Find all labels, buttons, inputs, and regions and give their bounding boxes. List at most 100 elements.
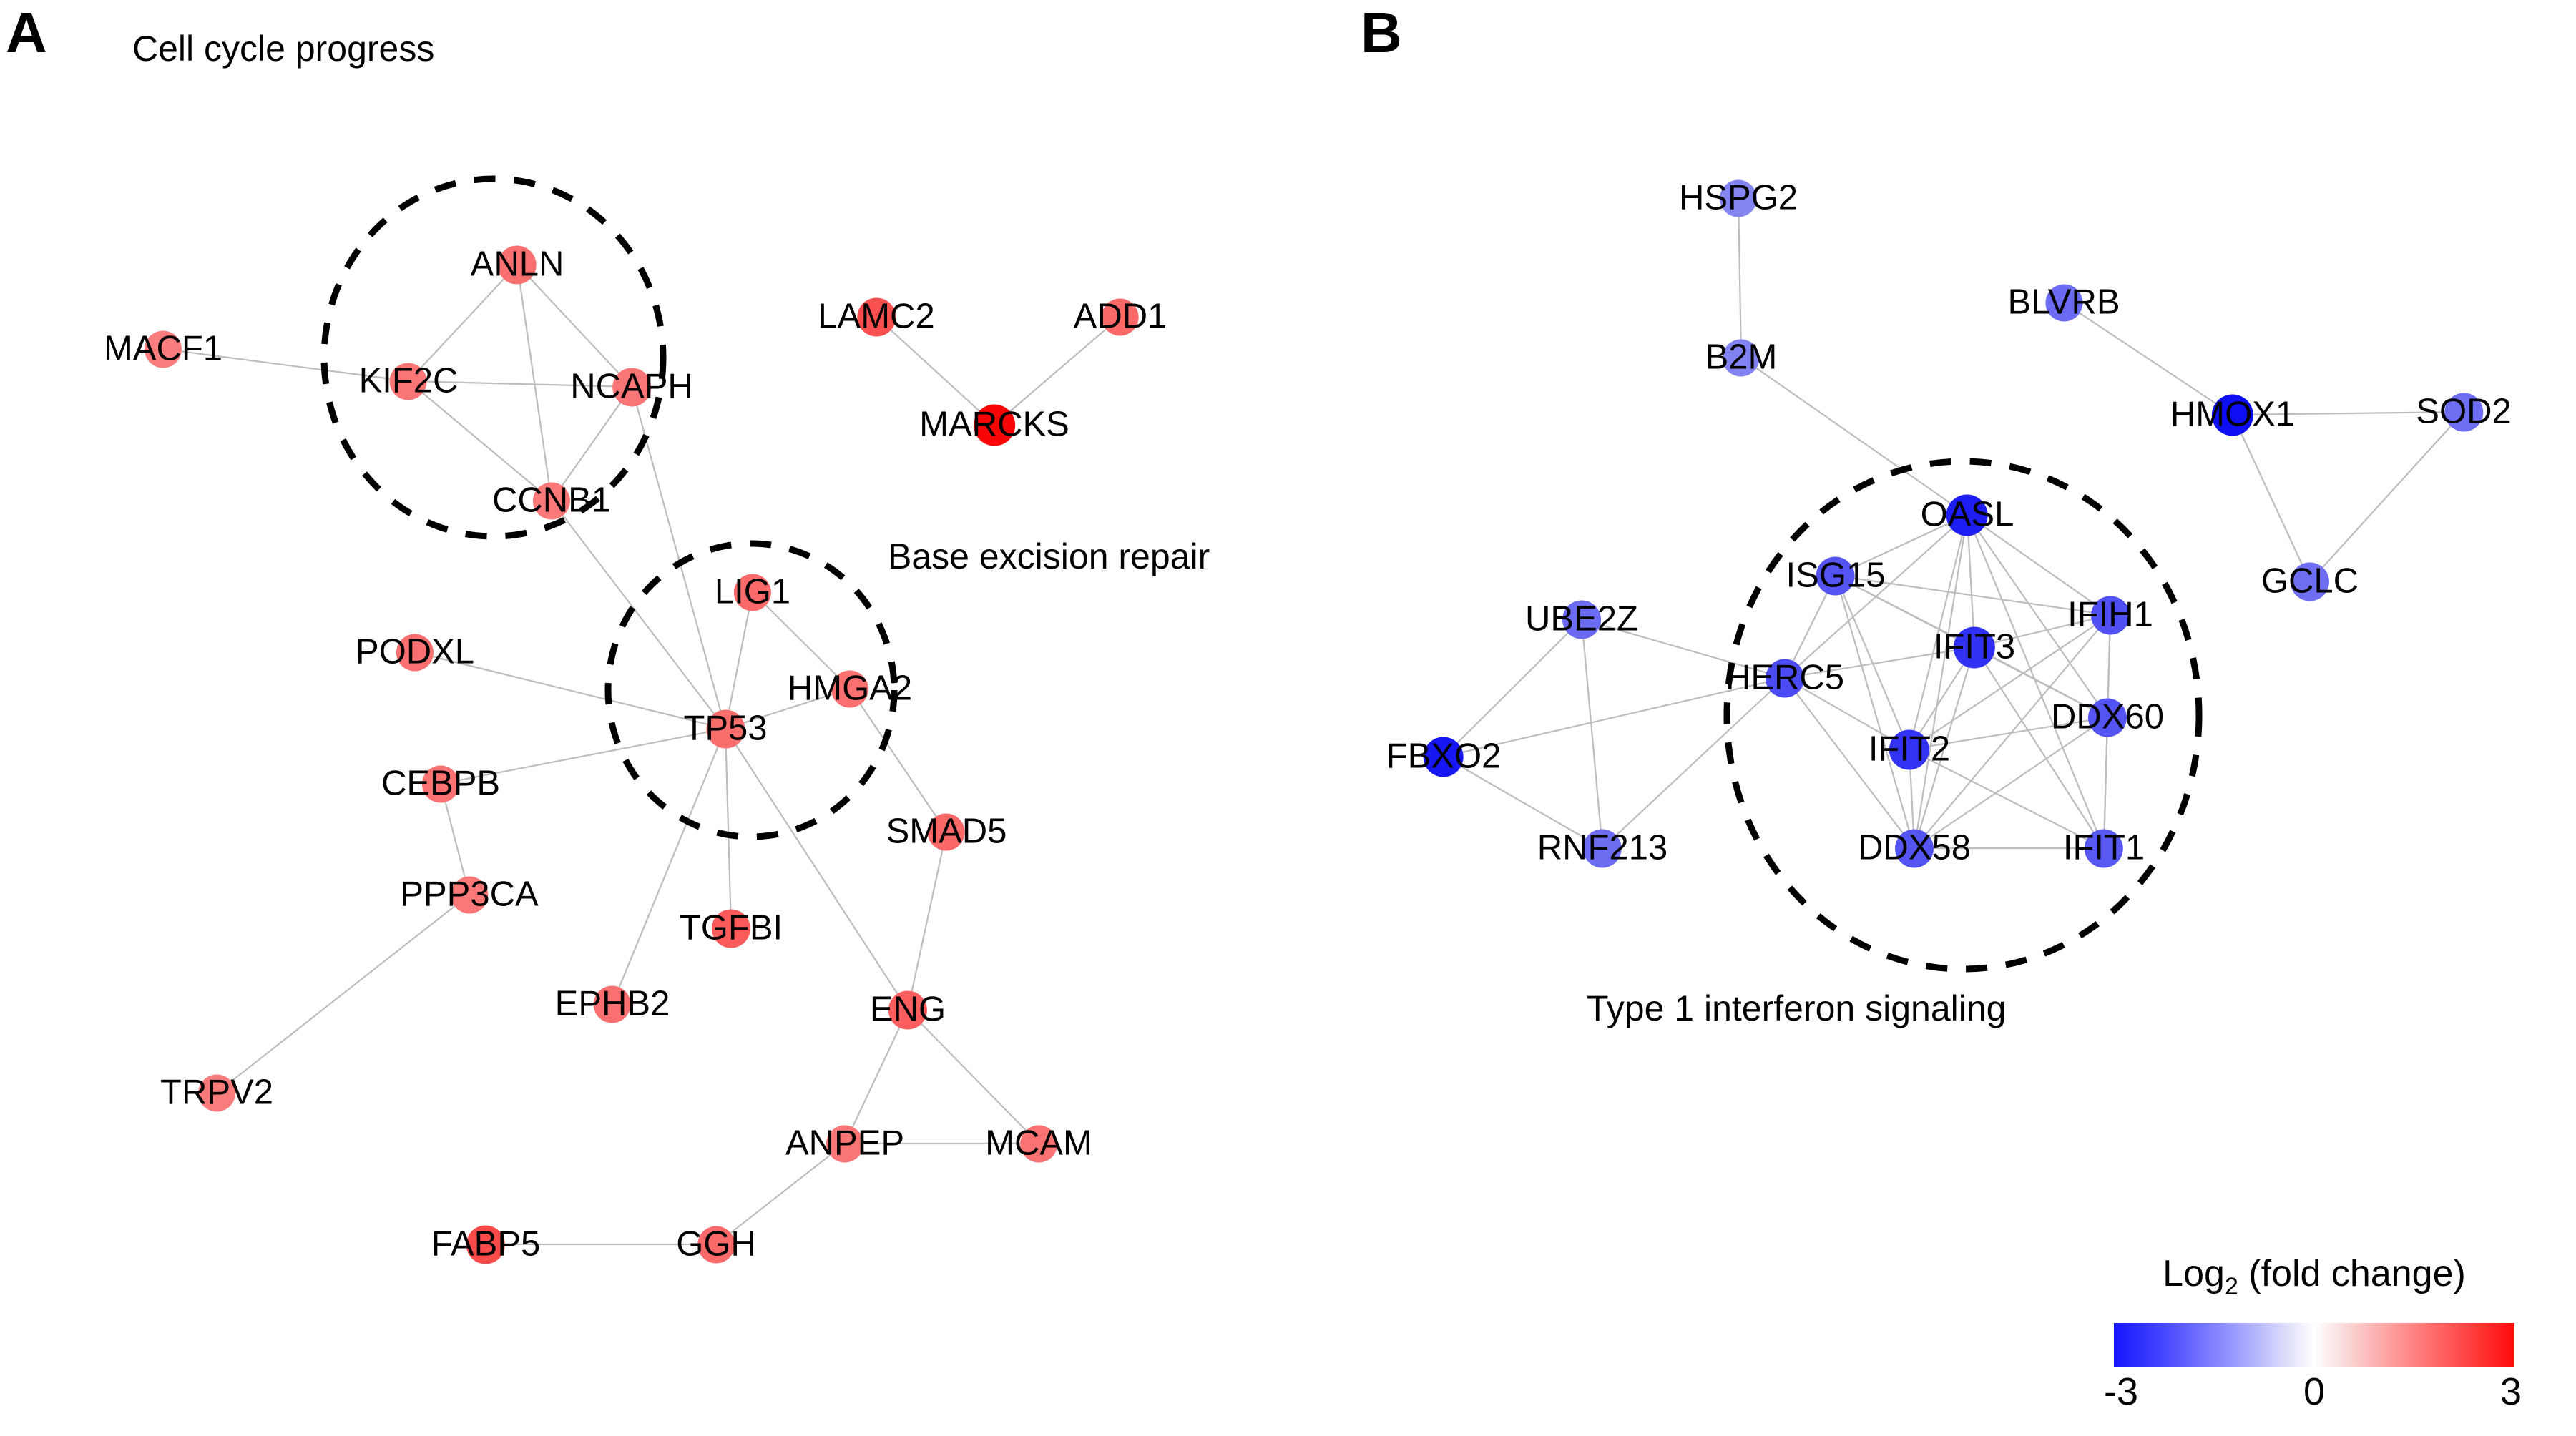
gene-node-kif2c[interactable]: KIF2C [359,363,458,400]
gene-node-dot [594,985,631,1023]
gene-node-label: RNF213 [1537,828,1668,867]
gene-node-podxl[interactable]: PODXL [355,632,475,672]
gene-node-dot [697,1226,735,1263]
cluster-title-type-1-interferon-signaling: Type 1 interferon signaling [1587,988,2007,1028]
cluster-title-cell-cycle-progress: Cell cycle progress [132,29,435,69]
gene-node-label: TGFBI [679,908,783,948]
gene-node-herc5[interactable]: HERC5 [1725,658,1845,697]
gene-node-label: HMGA2 [787,669,913,708]
gene-node-label: DDX58 [1858,828,1971,867]
gene-node-dot [1102,298,1139,335]
gene-node-dot [712,909,750,948]
gene-node-dot [2088,698,2127,737]
gene-node-macf1[interactable]: MACF1 [103,329,223,368]
gene-node-dot [733,574,771,611]
gene-node-dot [2290,562,2329,601]
gene-node-tgfbi[interactable]: TGFBI [679,908,783,948]
gene-node-label: OASL [1920,495,2014,534]
gene-node-dot [2444,393,2483,431]
gene-node-gclc[interactable]: GCLC [2261,561,2359,601]
gene-node-sod2[interactable]: SOD2 [2416,393,2512,431]
gene-node-dot [533,482,570,519]
gene-node-hmox1[interactable]: HMOX1 [2170,394,2295,436]
gene-node-dot [1720,180,1757,217]
gene-node-anln[interactable]: ANLN [471,245,564,284]
gene-node-oasl[interactable]: OASL [1920,494,2014,536]
gene-node-label: GCLC [2261,561,2359,601]
gene-node-label: LAMC2 [818,297,935,336]
gene-node-label: HERC5 [1725,658,1845,697]
gene-node-dot [1562,600,1601,639]
gene-node-label: GGH [676,1224,756,1264]
gene-node-tp53[interactable]: TP53 [683,709,768,748]
network-edge [1602,677,1786,849]
gene-node-dot [396,634,434,671]
panel-a-label: A [6,1,47,64]
gene-node-dot [1946,494,1988,536]
gene-node-lig1[interactable]: LIG1 [715,574,790,611]
gene-node-ncaph[interactable]: NCAPH [570,368,693,406]
gene-node-dot [1895,829,1934,867]
gene-node-marcks[interactable]: MARCKS [919,404,1069,446]
gene-node-add1[interactable]: ADD1 [1074,298,1167,335]
network-edge [630,386,727,729]
gene-node-ppp3ca[interactable]: PPP3CA [400,876,539,913]
gene-node-dot [451,876,488,913]
gene-node-label: HSPG2 [1678,178,1798,217]
gene-node-label: B2M [1705,338,1778,377]
cluster-title-base-excision-repair: Base excision repair [888,536,1210,576]
gene-node-dot [612,368,651,406]
gene-node-ifit3[interactable]: IFIT3 [1934,626,2015,668]
gene-node-lamc2[interactable]: LAMC2 [818,297,935,336]
gene-node-label: TP53 [683,709,768,748]
gene-node-ddx60[interactable]: DDX60 [2051,697,2164,737]
gene-node-eng[interactable]: ENG [870,990,946,1029]
gene-node-ifit2[interactable]: IFIT2 [1868,729,1951,769]
gene-node-isg15[interactable]: ISG15 [1786,556,1885,595]
gene-node-label: MARCKS [919,405,1069,444]
gene-node-trpv2[interactable]: TRPV2 [160,1074,273,1111]
gene-node-dot [973,404,1015,446]
gene-node-mcam[interactable]: MCAM [985,1123,1092,1163]
gene-node-label: MACF1 [103,329,223,368]
gene-node-ifit1[interactable]: IFIT1 [2063,829,2145,867]
gene-node-rnf213[interactable]: RNF213 [1537,828,1668,867]
gene-node-hmga2[interactable]: HMGA2 [787,669,913,708]
gene-node-ephb2[interactable]: EPHB2 [554,984,670,1023]
gene-node-dot [1816,556,1855,595]
gene-node-dot [390,363,427,400]
gene-node-fabp5[interactable]: FABP5 [431,1225,540,1264]
gene-node-label: CEBPB [381,764,501,803]
gene-node-blvrb[interactable]: BLVRB [2007,284,2120,321]
gene-node-smad5[interactable]: SMAD5 [886,813,1007,850]
legend-title-rest: (fold change) [2238,1253,2466,1294]
gene-node-dot [1722,339,1760,376]
gene-node-cebpb[interactable]: CEBPB [381,764,501,803]
network-edge [1966,514,2105,849]
gene-node-label: DDX60 [2051,697,2164,737]
gene-node-label: IFIT2 [1868,729,1951,769]
gene-node-dot [888,990,927,1029]
gene-node-ifih1[interactable]: IFIH1 [2067,596,2153,634]
network-edge [516,264,553,501]
gene-node-anpep[interactable]: ANPEP [785,1125,904,1162]
gene-node-hspg2[interactable]: HSPG2 [1678,178,1798,217]
gene-node-ddx58[interactable]: DDX58 [1858,828,1971,867]
gene-node-label: PODXL [355,632,475,672]
gene-node-ube2z[interactable]: UBE2Z [1525,600,1638,639]
gene-node-dot [2085,829,2123,867]
gene-node-fbxo2[interactable]: FBXO2 [1386,737,1501,777]
network-edge [611,728,727,1005]
gene-node-label: MCAM [985,1123,1092,1163]
gene-node-dot [1020,1125,1057,1162]
gene-node-dot [2090,596,2130,634]
gene-node-b2m[interactable]: B2M [1705,338,1778,377]
gene-node-label: EPHB2 [554,984,670,1023]
legend-tick-labels: -3 0 3 [2104,1369,2522,1415]
network-edge [725,728,909,1010]
gene-node-ccnb1[interactable]: CCNB1 [492,482,611,519]
gene-node-ggh[interactable]: GGH [676,1224,756,1264]
network-edge [1834,575,1916,849]
